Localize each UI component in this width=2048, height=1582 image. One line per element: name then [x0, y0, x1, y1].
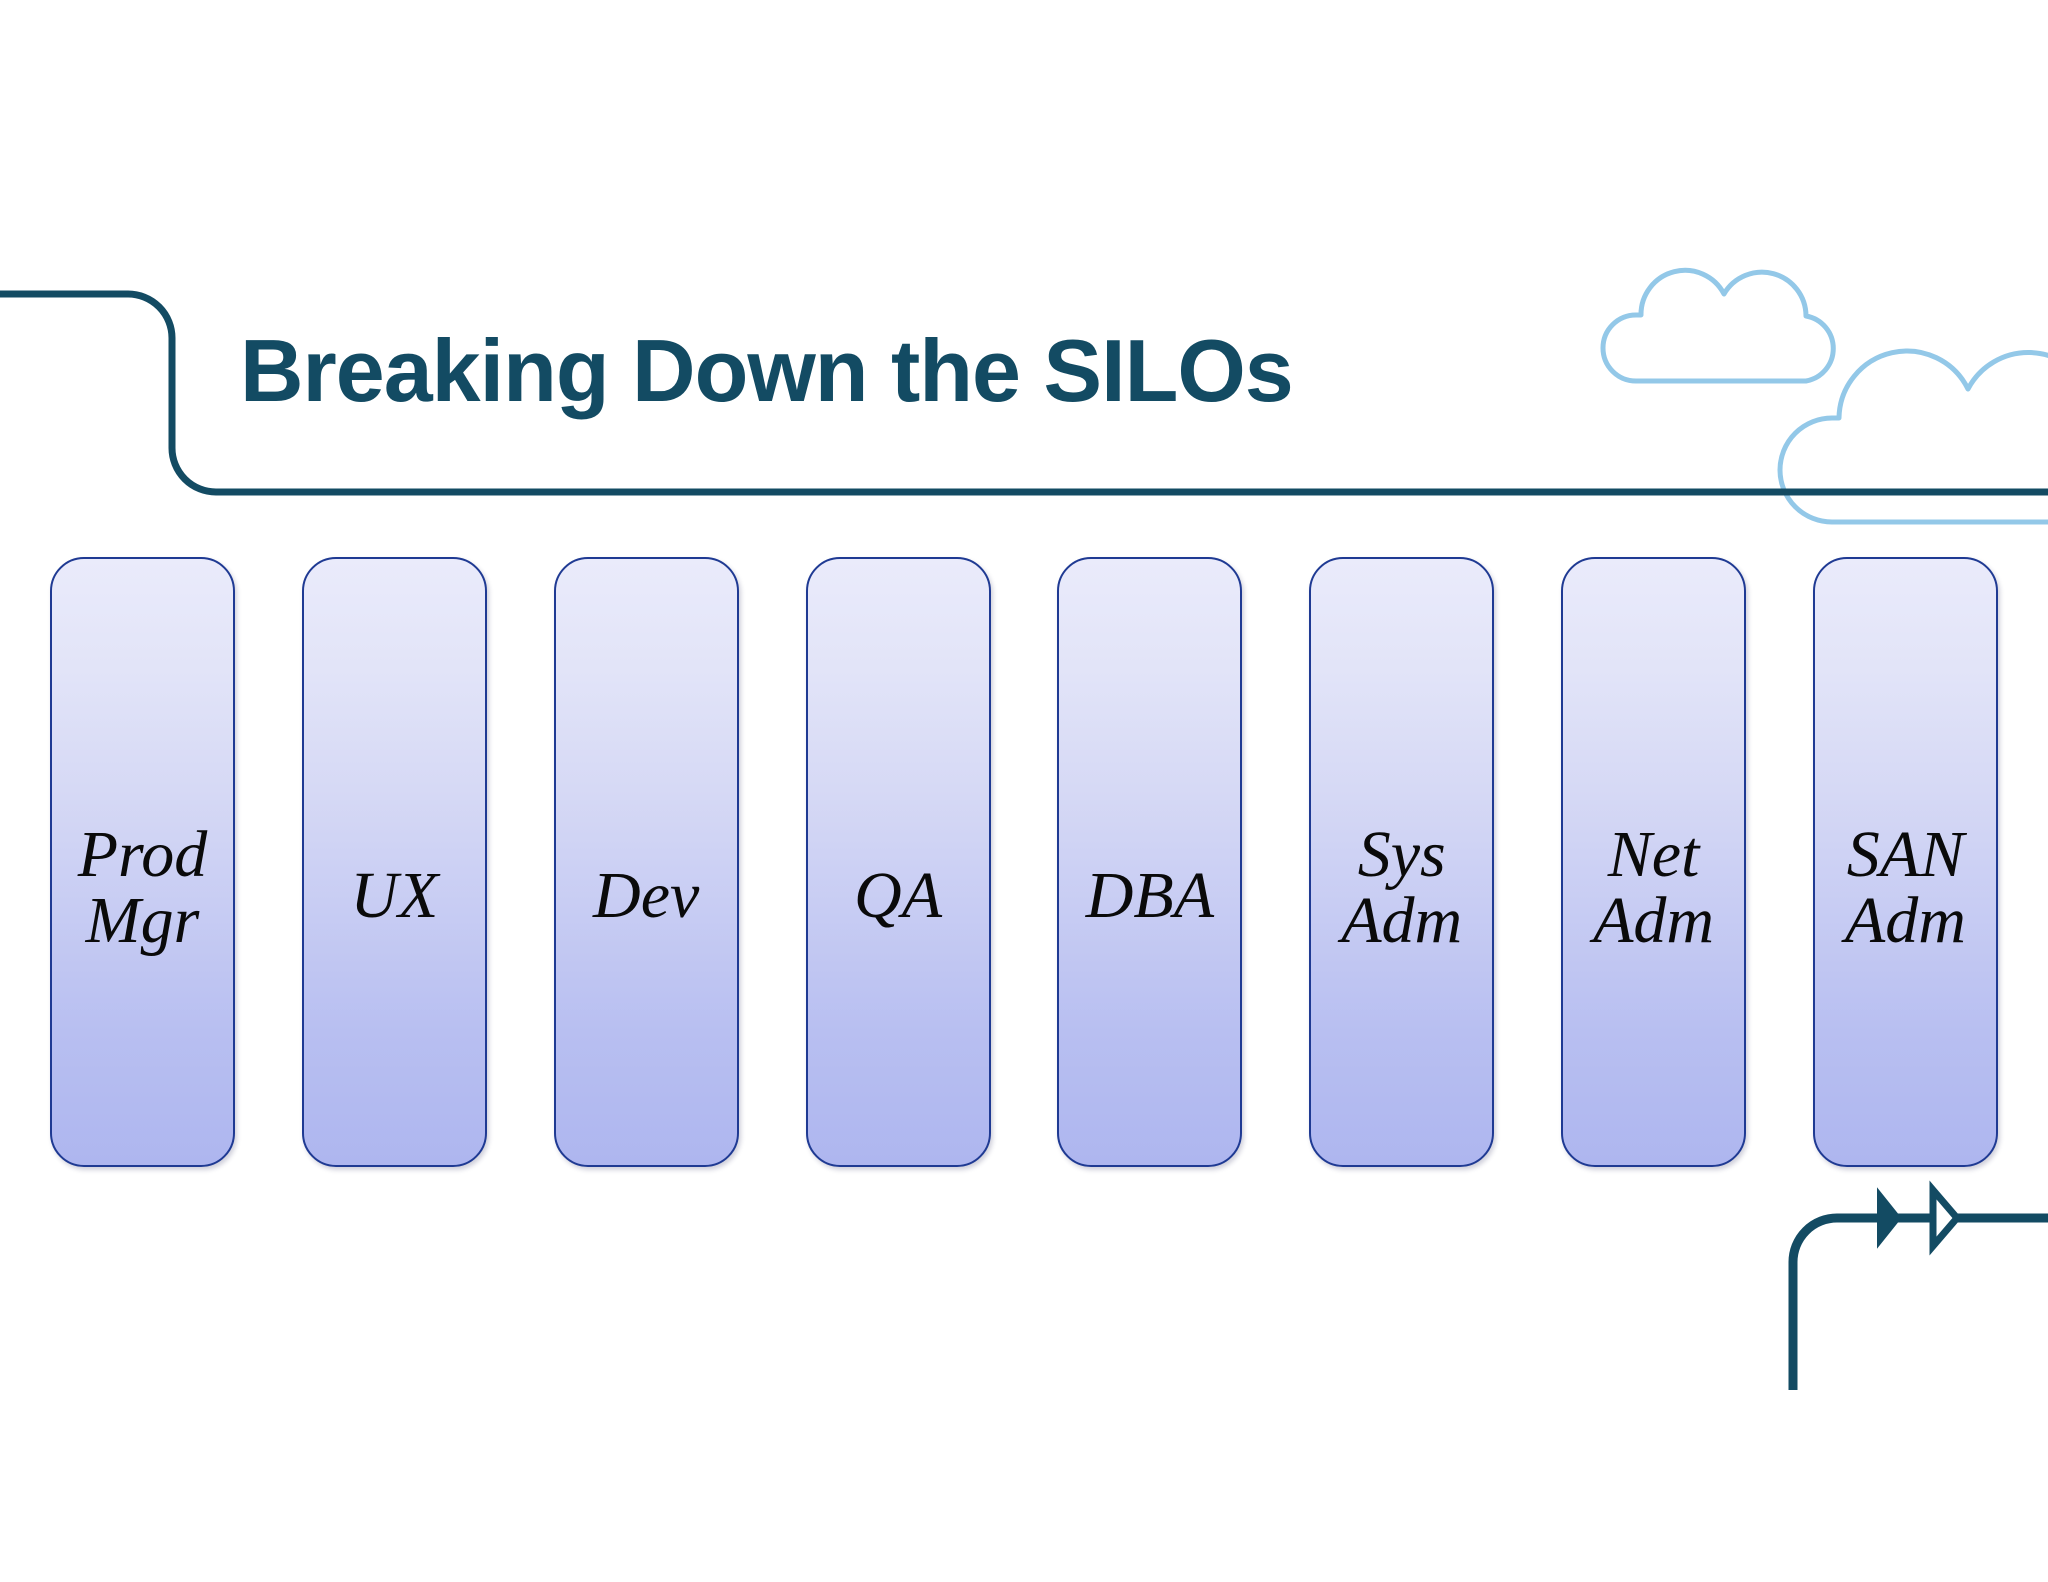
silo-label-ux: UX — [350, 859, 439, 932]
silo-box-dba[interactable]: DBA — [1057, 557, 1243, 1167]
silo-label-dba: DBA — [1085, 859, 1215, 932]
silo-box-qa[interactable]: QA — [805, 557, 991, 1167]
arrow-head-filled — [1877, 1187, 1902, 1249]
silo-box-net-adm[interactable]: Net Adm — [1561, 557, 1747, 1167]
silo-row: Prod Mgr UX Dev QA DBA Sys Adm Net Adm S… — [50, 557, 1998, 1167]
silo-box-ux[interactable]: UX — [301, 557, 487, 1167]
silo-label-prod-mgr: Prod Mgr — [77, 818, 208, 957]
page-title: Breaking Down the SILOs — [240, 321, 1294, 420]
silo-label-net-adm: Net Adm — [1593, 818, 1715, 957]
silo-label-san-adm: SAN Adm — [1844, 818, 1966, 957]
arrow-head-hollow — [1929, 1180, 1962, 1256]
silo-box-dev[interactable]: Dev — [553, 557, 739, 1167]
silo-label-dev: Dev — [593, 859, 700, 932]
silo-box-sys-adm[interactable]: Sys Adm — [1309, 557, 1495, 1167]
cloud-outline-small — [1600, 267, 1836, 384]
bottom-right-rounded-frame-line — [1788, 1213, 2048, 1390]
silo-label-qa: QA — [854, 859, 943, 932]
cloud-outline-large — [1777, 348, 2048, 525]
silo-label-sys-adm: Sys Adm — [1341, 818, 1463, 957]
silo-box-san-adm[interactable]: SAN Adm — [1812, 557, 1998, 1167]
silo-box-prod-mgr[interactable]: Prod Mgr — [50, 557, 235, 1167]
